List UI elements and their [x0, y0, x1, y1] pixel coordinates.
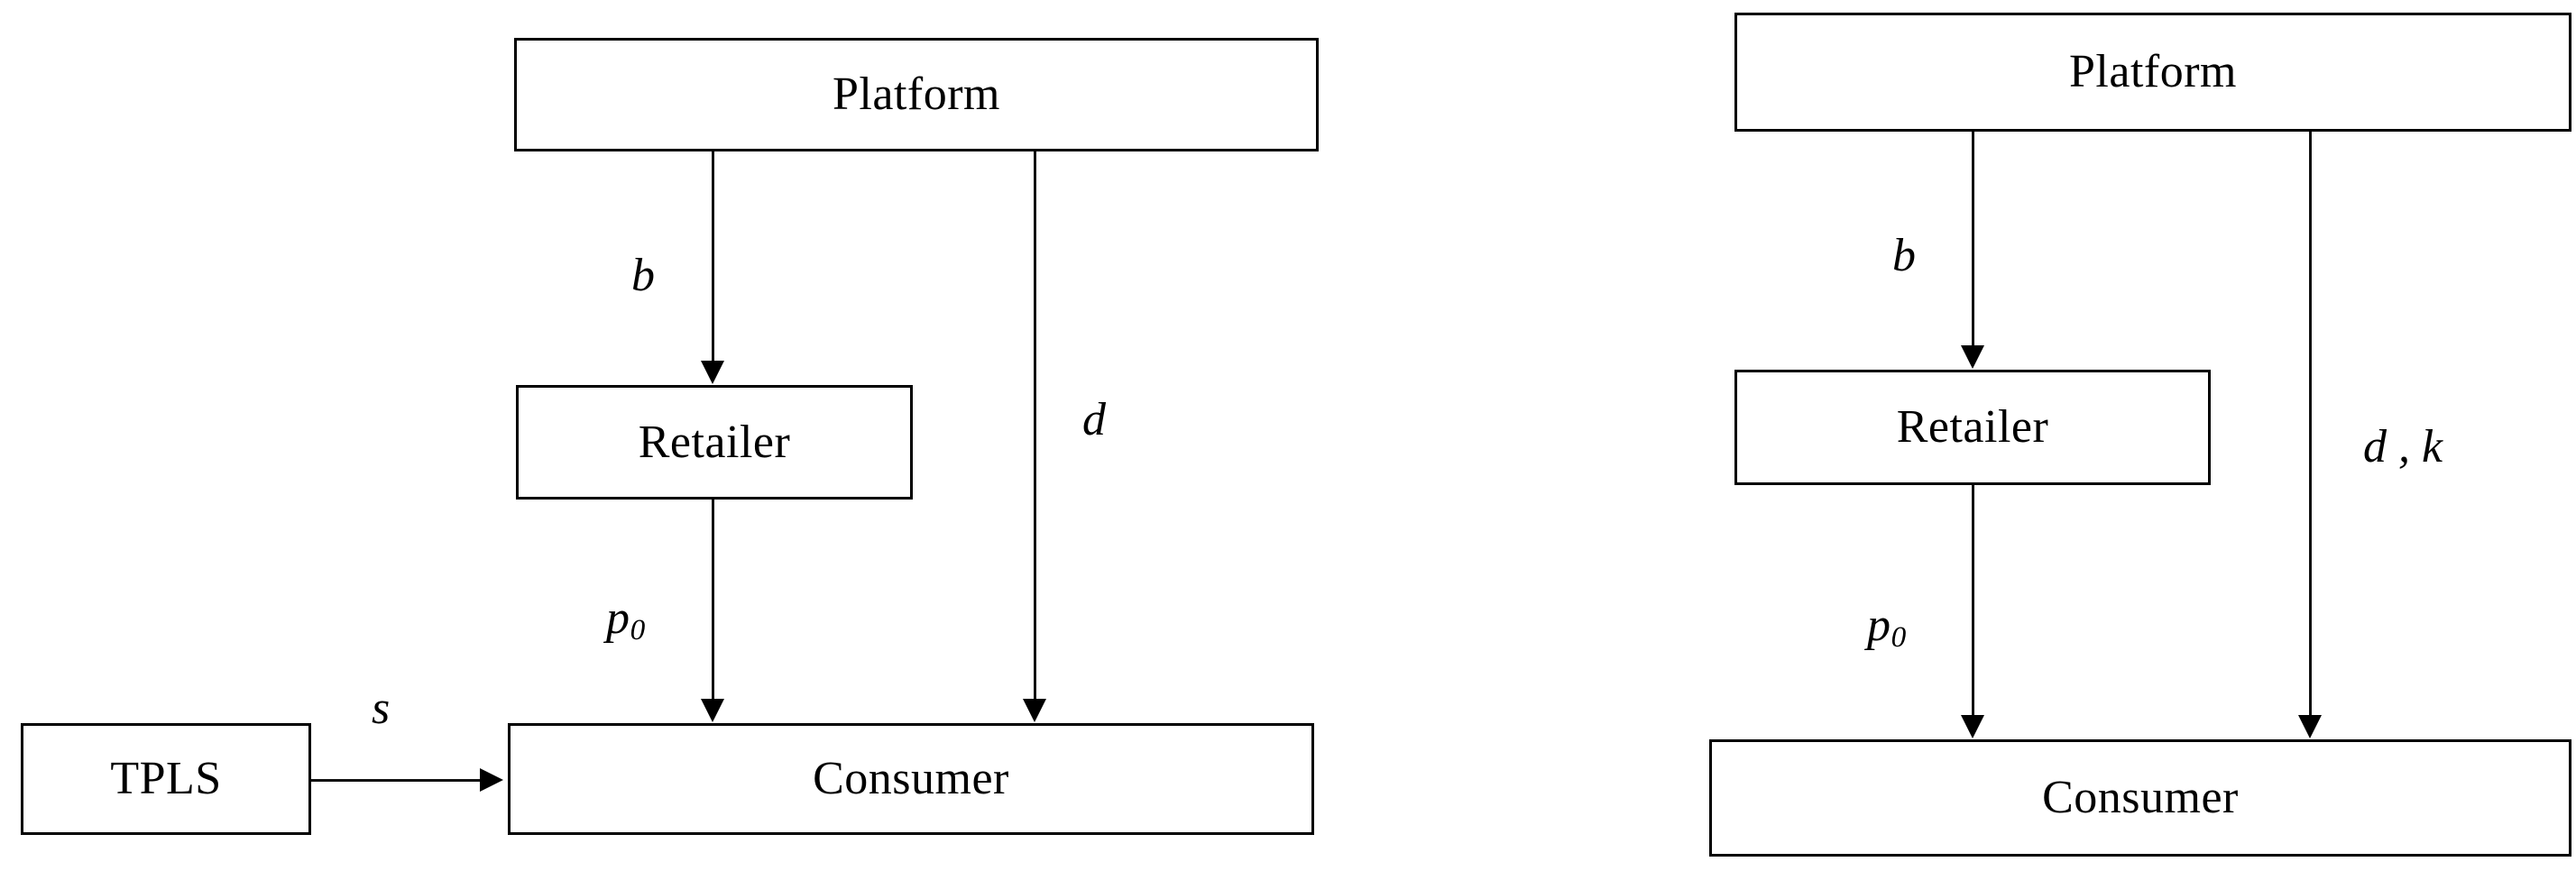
right-edge-platform-consumer-arrowhead	[2298, 715, 2322, 738]
right-edge-label-b-text: b	[1892, 230, 1916, 281]
left-edge-label-p-text: p	[606, 592, 630, 644]
right-edge-label-dk-text: d , k	[2363, 421, 2443, 472]
left-edge-tpls-consumer-label: s	[372, 685, 390, 732]
left-edge-retailer-consumer-label: p0	[606, 592, 645, 646]
right-node-platform[interactable]: Platform	[1734, 13, 2571, 132]
right-edge-platform-consumer-label: d , k	[2363, 424, 2443, 471]
left-node-consumer-label: Consumer	[813, 753, 1009, 804]
right-edge-label-p-text: p	[1867, 600, 1891, 651]
right-node-retailer[interactable]: Retailer	[1734, 370, 2211, 485]
right-edge-platform-retailer-arrowhead	[1961, 345, 1984, 369]
right-edge-label-p-subscript: 0	[1891, 620, 1907, 655]
right-edge-retailer-consumer-arrowhead	[1961, 715, 1984, 738]
left-edge-platform-retailer-arrowhead	[701, 361, 724, 384]
left-edge-platform-retailer-label: b	[631, 252, 655, 299]
left-edge-tpls-consumer-arrowhead	[480, 768, 503, 792]
right-edge-platform-retailer-line	[1972, 132, 1974, 346]
right-node-consumer[interactable]: Consumer	[1709, 739, 2571, 857]
left-edge-platform-retailer-line	[712, 151, 714, 363]
left-node-platform-label: Platform	[833, 69, 1000, 120]
right-edge-retailer-consumer-label: p0	[1867, 600, 1906, 653]
left-node-retailer-label: Retailer	[638, 416, 791, 468]
left-node-retailer[interactable]: Retailer	[516, 385, 913, 500]
left-edge-platform-consumer-arrowhead	[1023, 699, 1046, 722]
left-edge-platform-consumer-label: d	[1082, 397, 1106, 444]
right-edge-platform-consumer-line	[2309, 132, 2312, 718]
left-edge-label-s-text: s	[372, 683, 391, 734]
left-node-consumer[interactable]: Consumer	[508, 723, 1314, 835]
left-node-tpls[interactable]: TPLS	[21, 723, 311, 835]
right-edge-platform-retailer-label: b	[1892, 233, 1916, 280]
left-edge-label-p-subscript: 0	[630, 613, 646, 647]
right-node-platform-label: Platform	[2069, 46, 2237, 97]
left-node-tpls-label: TPLS	[110, 753, 222, 804]
left-edge-platform-consumer-line	[1034, 151, 1036, 701]
left-edge-label-b-text: b	[631, 250, 655, 301]
right-edge-retailer-consumer-line	[1972, 485, 1974, 718]
left-edge-tpls-consumer-line	[311, 779, 483, 782]
left-node-platform[interactable]: Platform	[514, 38, 1319, 151]
left-edge-retailer-consumer-arrowhead	[701, 699, 724, 722]
left-edge-retailer-consumer-line	[712, 500, 714, 701]
left-edge-label-d-text: d	[1082, 394, 1106, 445]
right-node-consumer-label: Consumer	[2042, 772, 2239, 823]
right-node-retailer-label: Retailer	[1896, 401, 2049, 453]
